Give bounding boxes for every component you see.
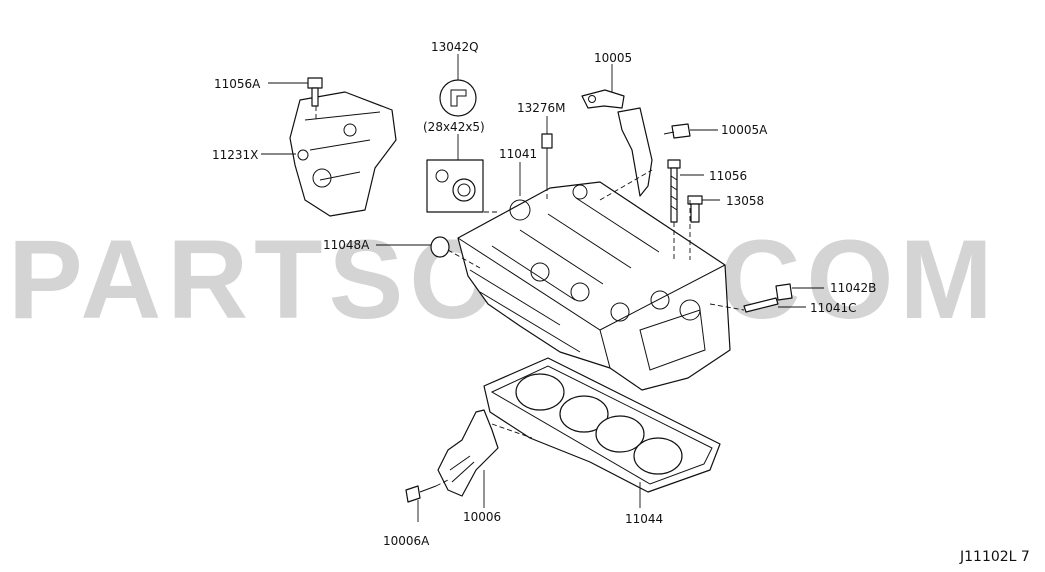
reference-code: J11102L 7 [959,549,1030,565]
bolt-11042b[interactable] [775,283,793,301]
label-10006a: 10006A [383,534,430,548]
engine-bracket[interactable] [289,91,397,217]
valve-13276m[interactable] [541,133,553,186]
part-labels: 13042Q (28x42x5) 10005 11056A 13276M 100… [212,40,876,548]
label-13276m: 13276M [517,101,566,115]
label-11056: 11056 [709,169,747,183]
label-13058: 13058 [726,194,764,208]
label-10005: 10005 [594,51,632,65]
label-10006: 10006 [463,510,501,524]
label-13042q: 13042Q [431,40,479,54]
assembly-lines [315,106,745,487]
cylinder-head[interactable] [457,181,731,391]
bolt-11056[interactable] [667,159,681,223]
stud-11041c[interactable] [743,297,779,313]
bolt-10006a[interactable] [405,485,437,503]
label-11231x: 11231X [212,148,258,162]
label-11044: 11044 [625,512,663,526]
label-seal-size: (28x42x5) [423,120,485,134]
label-11056a: 11056A [214,77,261,91]
label-10005a: 10005A [721,123,768,137]
oil-seal[interactable] [439,79,477,117]
label-11042b: 11042B [830,281,876,295]
bolt-10005a[interactable] [663,123,691,139]
label-11041: 11041 [499,147,537,161]
rear-bracket-10006[interactable] [437,409,499,497]
bolt-13058[interactable] [687,195,703,223]
plug-11048a[interactable] [430,236,450,258]
leader-lines [261,54,824,522]
lifting-hook-10005[interactable] [581,89,653,197]
head-gasket[interactable] [483,357,721,493]
label-11048a: 11048A [323,238,370,252]
bolt-11056a[interactable] [307,77,323,107]
seal-detail-box [426,159,484,213]
label-11041c: 11041C [810,301,857,315]
